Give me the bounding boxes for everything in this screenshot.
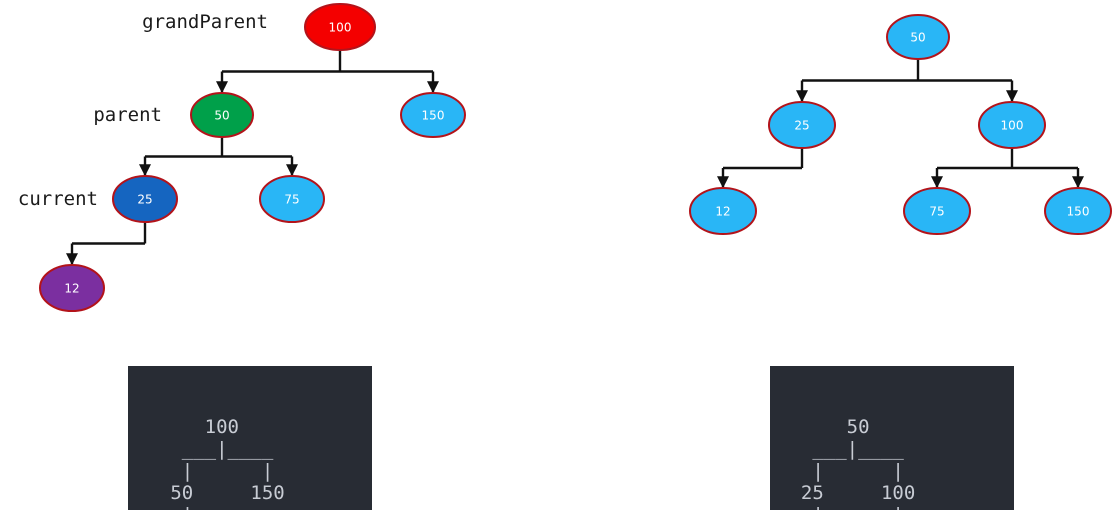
annotation-label-parent: parent [93, 104, 162, 126]
node-value-label: 50 [910, 31, 925, 45]
node-value-label: 100 [1001, 119, 1024, 133]
console-before-text: 100 ___|____ | | 50 150 __|__ | | 25 75 [159, 416, 285, 510]
tree-node-12: 12 [689, 187, 757, 235]
tree-node-150: 150 [1044, 187, 1112, 235]
annotation-label-grandparent: grandParent [142, 11, 268, 33]
node-value-label: 12 [715, 205, 730, 219]
tree-nodes: 100 50 150 25 75 12 50 25 100 12 75 150 [39, 3, 1112, 312]
node-value-label: 12 [64, 282, 79, 296]
tree-node-25: 25 [112, 175, 178, 223]
annotation-label-current: current [18, 188, 98, 210]
node-value-label: 150 [422, 109, 445, 123]
console-output-after: 50 ___|____ | | 25 100 _| _|__ | | | 12 … [770, 366, 1014, 510]
tree-node-12: 12 [39, 264, 105, 312]
tree-node-100: 100 [978, 101, 1046, 149]
console-after-text: 50 ___|____ | | 25 100 _| _|__ | | | 12 … [800, 416, 927, 510]
tree-node-50: 50 [886, 14, 950, 60]
node-value-label: 25 [794, 119, 809, 133]
tree-side-labels: grandParent parent current [18, 11, 268, 210]
node-value-label: 100 [329, 21, 352, 35]
node-value-label: 150 [1067, 205, 1090, 219]
node-value-label: 75 [929, 205, 944, 219]
tree-node-25: 25 [768, 101, 836, 149]
node-value-label: 25 [137, 193, 152, 207]
tree-node-50: 50 [190, 92, 254, 138]
node-value-label: 75 [284, 193, 299, 207]
tree-node-75: 75 [903, 187, 971, 235]
tree-node-100: 100 [304, 3, 376, 51]
tree-node-150: 150 [400, 92, 466, 138]
tree-node-75: 75 [259, 175, 325, 223]
console-output-before: 100 ___|____ | | 50 150 __|__ | | 25 75 [128, 366, 372, 510]
node-value-label: 50 [214, 109, 229, 123]
tree-edges [66, 50, 1084, 266]
